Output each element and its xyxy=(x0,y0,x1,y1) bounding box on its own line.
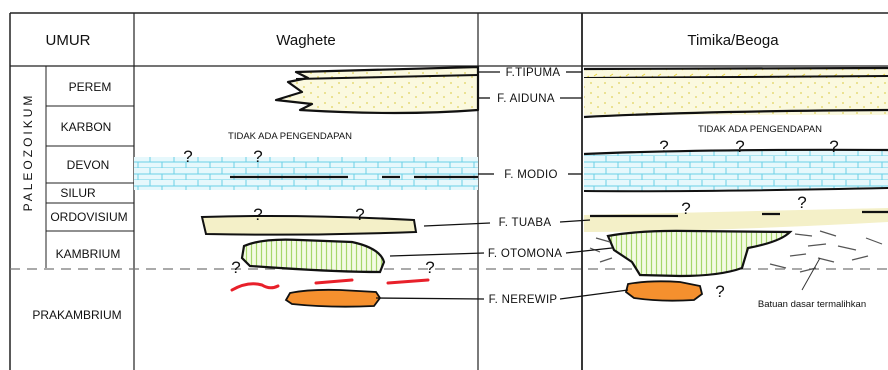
formation-tuaba-label: F. TUABA xyxy=(499,217,552,229)
waghete-tuaba-body xyxy=(202,216,416,235)
question-mark: ? xyxy=(659,137,668,156)
basement-dash xyxy=(820,231,836,236)
leader-otomona-right xyxy=(566,248,612,253)
age-header: UMUR xyxy=(46,32,91,49)
red-segment-2 xyxy=(316,280,352,283)
basement-dash xyxy=(852,256,868,260)
red-segment-3 xyxy=(388,280,428,283)
question-mark: ? xyxy=(253,147,262,166)
no-deposition-note-timika: TIDAK ADA PENGENDAPAN xyxy=(698,124,822,135)
leader-nerewip-right xyxy=(560,290,628,299)
formation-otomona-label: F. OTOMONA xyxy=(488,248,562,260)
question-mark: ? xyxy=(183,147,192,166)
period-perem: PEREM xyxy=(69,80,112,94)
timika-tuaba-body xyxy=(584,208,888,232)
formation-nerewip-label: F. NEREWIP xyxy=(489,294,558,306)
period-kambrium: KAMBRIUM xyxy=(56,247,121,261)
period-silur: SILUR xyxy=(60,186,96,200)
timika-modio-body xyxy=(584,150,888,191)
basement-dash xyxy=(596,238,610,242)
question-mark: ? xyxy=(355,205,364,224)
basement-dash xyxy=(790,254,806,256)
period-prakambrium: PRAKAMBRIUM xyxy=(32,308,121,322)
basement-pointer xyxy=(802,258,820,290)
formation-modio-label: F. MODIO xyxy=(504,169,558,181)
basement-dash xyxy=(795,234,812,236)
basement-dash xyxy=(818,258,834,262)
waghete-aiduna-body xyxy=(276,67,478,113)
question-mark: ? xyxy=(715,282,724,301)
question-mark: ? xyxy=(425,258,434,277)
era-label: PALEOZOIKUM xyxy=(21,93,35,212)
basement-dash xyxy=(866,238,882,244)
period-ordovisium: ORDOVISIUM xyxy=(50,210,127,224)
period-karbon: KARBON xyxy=(61,120,112,134)
formation-aiduna-label: F. AIDUNA xyxy=(497,93,555,105)
question-mark: ? xyxy=(829,137,838,156)
red-segment-1 xyxy=(232,284,278,290)
period-devon: DEVON xyxy=(67,158,110,172)
timika-header: Timika/Beoga xyxy=(687,32,779,49)
leader-tuaba-left xyxy=(424,223,490,226)
basement-note: Batuan dasar termalihkan xyxy=(758,299,866,310)
waghete-header: Waghete xyxy=(276,32,335,49)
waghete-otomona-body xyxy=(242,240,384,272)
basement-dash xyxy=(600,258,612,262)
table-frame xyxy=(10,13,888,370)
waghete-prakambrium-red xyxy=(232,280,428,290)
question-mark: ? xyxy=(681,199,690,218)
timika-nerewip-body xyxy=(626,281,702,300)
question-mark: ? xyxy=(735,137,744,156)
basement-dash xyxy=(838,246,856,250)
leader-nerewip-left xyxy=(376,298,484,299)
waghete-nerewip-body xyxy=(286,290,380,307)
no-deposition-note-waghete: TIDAK ADA PENGENDAPAN xyxy=(228,131,352,142)
question-mark: ? xyxy=(231,258,240,277)
basement-dash xyxy=(808,244,826,246)
leader-otomona-left xyxy=(390,253,484,256)
basement-dash xyxy=(770,264,786,268)
question-mark: ? xyxy=(253,205,262,224)
formation-tipuma-label: F.TIPUMA xyxy=(506,67,561,79)
timika-tipuma-top xyxy=(584,68,888,69)
question-mark: ? xyxy=(797,193,806,212)
